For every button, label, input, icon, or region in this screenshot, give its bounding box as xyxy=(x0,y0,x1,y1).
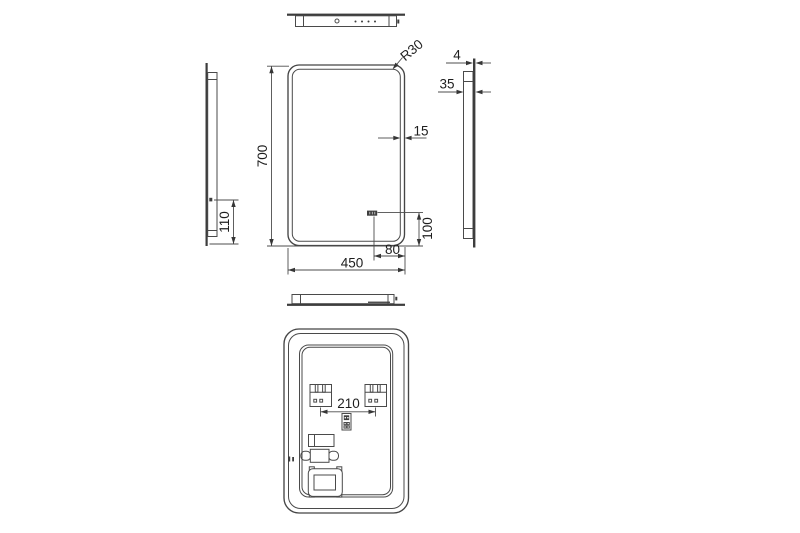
terminal-top xyxy=(343,415,350,421)
arrowhead-right xyxy=(466,60,473,66)
top-vent-dot xyxy=(374,20,376,23)
arrowhead-left xyxy=(475,60,483,66)
bottom-glass-edge xyxy=(287,303,405,306)
bracket-slot xyxy=(314,384,319,393)
dimension-label-100: 100 xyxy=(420,217,435,240)
top-vent-dot xyxy=(367,20,370,23)
bracket-hole xyxy=(313,398,318,403)
bracket-slot xyxy=(322,384,326,393)
terminal-body xyxy=(341,413,352,431)
arrowhead-down xyxy=(416,239,422,246)
dimension-label-450: 450 xyxy=(341,256,364,271)
left-sensor-dot xyxy=(209,197,213,202)
dimension-label-r30: R30 xyxy=(397,36,426,63)
dimension-label-80: 80 xyxy=(385,242,400,257)
dimension-label-4: 4 xyxy=(453,48,461,63)
left-side-view: 110 xyxy=(205,63,239,246)
bottom-tab xyxy=(395,296,398,301)
junction-window xyxy=(313,474,336,491)
capsule-body xyxy=(309,448,330,463)
front-view: R30 700 15 100 xyxy=(255,36,435,275)
mounting-bracket-right xyxy=(364,384,387,407)
dimension-35: 35 xyxy=(438,77,491,95)
arrowhead-down xyxy=(269,239,274,246)
dimension-4: 4 xyxy=(446,48,491,66)
dimension-80: 80 xyxy=(373,216,406,275)
bracket-body xyxy=(309,384,332,407)
dimension-110: 110 xyxy=(209,199,239,245)
top-glass-edge xyxy=(287,13,405,16)
cable-capsule xyxy=(300,448,339,463)
bracket-slot xyxy=(377,384,381,393)
arrowhead-up xyxy=(416,212,422,220)
bracket-hole xyxy=(374,398,379,403)
terminal-pin xyxy=(343,422,347,426)
arrowhead-right xyxy=(368,409,376,414)
top-hole xyxy=(334,18,340,24)
dimension-100: 100 xyxy=(377,212,435,246)
top-tab xyxy=(397,19,400,24)
back-outer-edge xyxy=(283,328,410,514)
leader-arrowhead xyxy=(392,62,399,70)
bracket-slot xyxy=(369,384,374,393)
terminal-dot xyxy=(344,416,347,419)
right-side-view: 4 35 xyxy=(438,48,491,248)
back-sensor-mark xyxy=(288,456,291,462)
back-sensor-mark xyxy=(292,457,294,462)
left-glass-edge xyxy=(205,63,208,246)
arrowhead-up xyxy=(231,200,236,207)
arrowhead-left xyxy=(475,89,483,95)
junction-body xyxy=(307,468,343,497)
arrowhead-right xyxy=(398,253,405,259)
dimension-450: 450 xyxy=(287,248,405,275)
arrowhead-up xyxy=(269,66,274,74)
dimension-label-210: 210 xyxy=(337,396,360,411)
front-led-frame xyxy=(291,68,401,242)
arrowhead-right xyxy=(393,135,401,141)
top-vent-dot xyxy=(361,20,363,23)
top-view xyxy=(287,13,405,27)
dimension-label-700: 700 xyxy=(255,145,270,168)
terminal-pin xyxy=(346,425,350,429)
terminal-pin xyxy=(343,425,347,429)
arrowhead-right xyxy=(398,267,405,273)
terminal-pin xyxy=(346,422,350,426)
dimension-210: 210 xyxy=(320,396,376,417)
arrowhead-left xyxy=(404,135,412,141)
dimension-15: 15 xyxy=(378,123,429,141)
back-view: 210 xyxy=(283,328,410,514)
dimension-label-15: 15 xyxy=(413,123,428,138)
driver-body xyxy=(308,434,335,447)
back-rim xyxy=(288,333,405,509)
dimension-700: 700 xyxy=(255,65,423,247)
back-panel-inner xyxy=(301,346,391,496)
right-housing xyxy=(463,71,474,239)
right-glass-edge xyxy=(473,58,476,248)
top-vent-dot xyxy=(354,20,357,23)
top-housing xyxy=(295,15,397,27)
arrowhead-right xyxy=(456,89,464,95)
terminal-dot xyxy=(347,416,349,419)
left-housing xyxy=(207,72,218,237)
capsule-cap-right xyxy=(328,450,339,461)
bracket-hole xyxy=(319,398,324,403)
dimension-label-110: 110 xyxy=(217,211,232,233)
terminal-block xyxy=(341,413,352,431)
arrowhead-left xyxy=(288,267,295,273)
dimension-r30: R30 xyxy=(392,36,426,70)
front-outer-edge xyxy=(287,64,406,247)
driver-box xyxy=(308,434,335,447)
back-panel-outer xyxy=(299,344,394,498)
bracket-body xyxy=(364,384,387,407)
bottom-sensor-slot xyxy=(368,301,390,303)
junction-box xyxy=(307,466,343,498)
bracket-hole xyxy=(368,398,373,403)
mounting-bracket-left xyxy=(309,384,332,407)
arrowhead-down xyxy=(231,237,236,244)
arrowhead-left xyxy=(320,409,328,414)
arrowhead-left xyxy=(374,253,381,259)
bottom-view xyxy=(287,294,405,306)
dimension-label-35: 35 xyxy=(439,77,454,92)
